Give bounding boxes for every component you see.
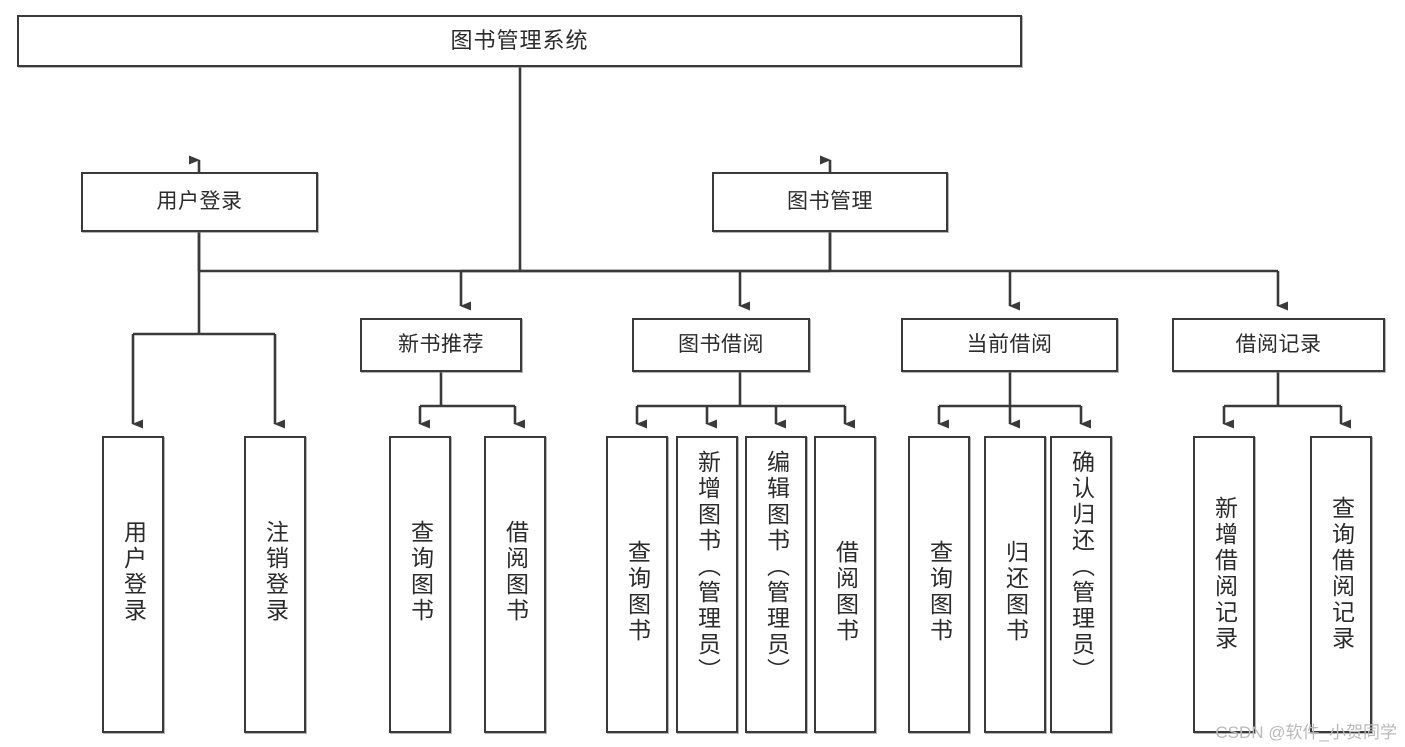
leaf-query-book-1[interactable]: 查询图书 [389, 436, 451, 733]
leaf-borrow-book-2-label: 借阅图书 [832, 540, 859, 644]
edge-root-to-level2 [189, 67, 832, 273]
leaf-return-book-label: 归还图书 [1002, 540, 1029, 644]
leaf-add-record-label: 新增借阅记录 [1211, 496, 1238, 652]
leaf-query-record-label: 查询借阅记录 [1328, 496, 1355, 652]
leaf-return-book[interactable]: 归还图书 [984, 436, 1046, 733]
node-new-book-rec-label: 新书推荐 [398, 333, 484, 357]
leaf-borrow-book-1-label: 借阅图书 [502, 520, 529, 624]
edge-borrowrecord-to-leaves [1222, 372, 1351, 429]
node-borrow-record-label: 借阅记录 [1235, 333, 1322, 357]
node-root[interactable]: 图书管理系统 [17, 15, 1022, 67]
leaf-user-login-label: 用户登录 [120, 520, 147, 624]
node-user-login[interactable]: 用户登录 [81, 172, 318, 232]
node-book-mgmt-label: 图书管理 [787, 190, 873, 214]
leaf-query-book-1-label: 查询图书 [407, 520, 434, 624]
node-borrow-record[interactable]: 借阅记录 [1172, 318, 1385, 372]
leaf-query-book-3-label: 查询图书 [926, 540, 953, 644]
leaf-add-book-label: 新增图书（管理员） [694, 450, 721, 684]
leaf-user-login[interactable]: 用户登录 [102, 436, 164, 733]
leaf-borrow-book-1[interactable]: 借阅图书 [484, 436, 546, 733]
leaf-add-book[interactable]: 新增图书（管理员） [676, 436, 738, 733]
leaf-add-record[interactable]: 新增借阅记录 [1193, 436, 1255, 733]
leaf-edit-book-label: 编辑图书（管理员） [763, 450, 790, 684]
leaf-query-book-2-label: 查询图书 [624, 540, 651, 644]
leaf-logout-label: 注销登录 [262, 520, 289, 624]
node-user-login-label: 用户登录 [156, 190, 243, 214]
node-book-borrow-label: 图书借阅 [678, 333, 764, 357]
leaf-edit-book[interactable]: 编辑图书（管理员） [745, 436, 807, 733]
edge-userlogin-to-leaves [131, 232, 285, 429]
watermark: CSDN @软件_小贺同学 [1215, 723, 1397, 742]
node-current-borrow[interactable]: 当前借阅 [901, 318, 1118, 372]
node-new-book-rec[interactable]: 新书推荐 [360, 318, 522, 372]
leaf-borrow-book-2[interactable]: 借阅图书 [814, 436, 876, 733]
node-root-label: 图书管理系统 [450, 27, 589, 53]
leaf-logout[interactable]: 注销登录 [244, 436, 306, 733]
leaf-confirm-return-label: 确认归还（管理员） [1068, 450, 1095, 684]
node-current-borrow-label: 当前借阅 [966, 333, 1053, 357]
leaf-query-book-3[interactable]: 查询图书 [908, 436, 970, 733]
node-book-mgmt[interactable]: 图书管理 [712, 172, 948, 232]
node-book-borrow[interactable]: 图书借阅 [632, 318, 810, 372]
leaf-query-book-2[interactable]: 查询图书 [606, 436, 668, 733]
edge-bookborrow-to-leaves [635, 372, 855, 429]
edge-newbook-to-leaves [418, 372, 525, 429]
leaf-query-record[interactable]: 查询借阅记录 [1310, 436, 1372, 733]
edge-bookmgmt-to-level3 [459, 232, 1288, 311]
leaf-confirm-return[interactable]: 确认归还（管理员） [1050, 436, 1112, 733]
edge-currentborrow-to-leaves [937, 372, 1091, 429]
